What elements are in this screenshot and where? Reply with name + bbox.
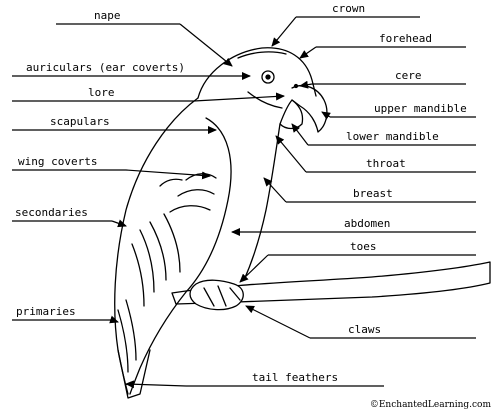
wing-outline <box>130 118 231 394</box>
label-toes: toes <box>350 241 377 253</box>
breast-arrow <box>264 178 286 202</box>
label-throat: throat <box>366 158 406 170</box>
forehead-arrow <box>300 47 316 58</box>
label-tail-feathers: tail feathers <box>252 372 338 384</box>
label-lore: lore <box>88 87 115 99</box>
label-secondaries: secondaries <box>15 207 88 219</box>
tail-feathers-arrow <box>126 384 186 386</box>
label-claws: claws <box>348 324 381 336</box>
lore-arrow <box>194 96 284 101</box>
upper-mandible-shape <box>292 86 327 132</box>
label-forehead: forehead <box>379 33 432 45</box>
label-scapulars: scapulars <box>50 116 110 128</box>
label-breast: breast <box>353 188 393 200</box>
head-outline <box>198 48 316 98</box>
label-abdomen: abdomen <box>344 218 390 230</box>
label-auriculars: auriculars (ear coverts) <box>26 62 185 74</box>
label-primaries: primaries <box>16 306 76 318</box>
throat-arrow <box>276 136 306 172</box>
lower-mandible-arrow <box>292 124 308 145</box>
parrot-drawing <box>115 48 490 398</box>
label-nape: nape <box>94 10 121 22</box>
label-lower-mandible: lower mandible <box>346 131 439 143</box>
lower-mandible-shape <box>280 100 303 129</box>
label-upper-mandible: upper mandible <box>374 103 467 115</box>
label-crown: crown <box>332 3 365 15</box>
toes-arrow <box>240 255 268 282</box>
crown-arrow <box>272 17 296 46</box>
breast-outline <box>244 124 280 280</box>
label-cere: cere <box>395 70 422 82</box>
claws-arrow <box>246 306 310 338</box>
copyright-credit: ©EnchantedLearning.com <box>370 400 491 410</box>
label-wing-coverts: wing coverts <box>18 156 97 168</box>
nape-arrow <box>180 24 232 66</box>
